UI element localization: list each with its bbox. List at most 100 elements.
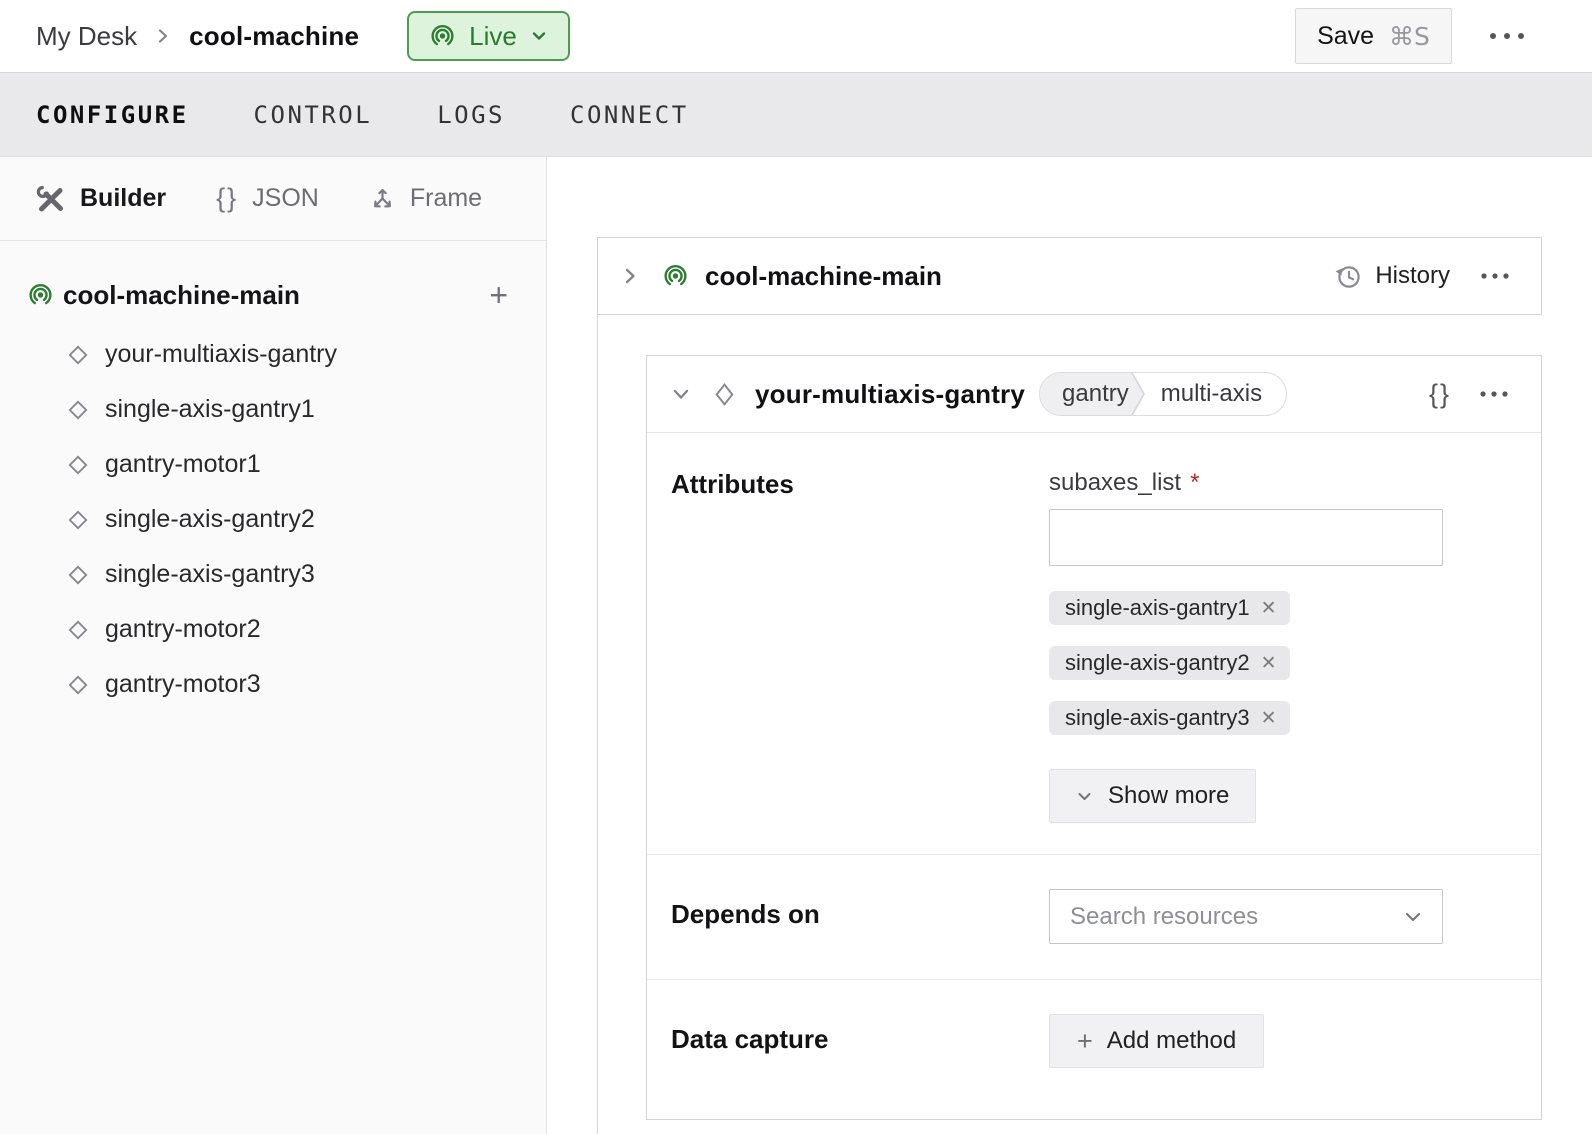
tab-logs[interactable]: LOGS: [437, 100, 505, 129]
tree-item-single-axis-gantry1[interactable]: single-axis-gantry1: [0, 382, 546, 437]
depends-on-label: Depends on: [671, 899, 820, 929]
view-tab-builder[interactable]: Builder: [36, 184, 166, 214]
tab-configure[interactable]: CONFIGURE: [36, 100, 189, 129]
tree-root-machine-part[interactable]: cool-machine-main +: [0, 269, 546, 321]
tag-separator: [1130, 373, 1149, 415]
frame-axis-icon: [369, 185, 396, 212]
chip-label: single-axis-gantry2: [1065, 650, 1250, 675]
broadcast-icon: [429, 23, 456, 50]
diamond-icon: [64, 616, 92, 644]
live-status-label: Live: [469, 20, 517, 51]
diamond-icon: [64, 561, 92, 589]
tree-root-label: cool-machine-main: [63, 279, 300, 310]
tree-item-single-axis-gantry2[interactable]: single-axis-gantry2: [0, 492, 546, 547]
view-tab-frame-label: Frame: [409, 184, 483, 212]
chevron-down-icon: [1402, 906, 1424, 928]
subaxes-list-input[interactable]: [1049, 509, 1443, 566]
machine-part-title: cool-machine-main: [705, 260, 942, 291]
chip-remove-button[interactable]: ✕: [1261, 599, 1277, 618]
add-resource-button[interactable]: +: [489, 277, 508, 313]
diamond-icon: [64, 671, 92, 699]
tab-connect[interactable]: CONNECT: [570, 100, 689, 129]
chip-remove-button[interactable]: ✕: [1261, 654, 1277, 673]
view-tab-json[interactable]: {} JSON: [216, 183, 319, 214]
tree-children: your-multiaxis-gantry single-axis-gantry…: [0, 321, 546, 712]
required-marker: *: [1190, 469, 1200, 496]
tree-item-gantry-motor2[interactable]: gantry-motor2: [0, 602, 546, 657]
tree-item-single-axis-gantry3[interactable]: single-axis-gantry3: [0, 547, 546, 602]
header-actions: Save ⌘S: [1295, 8, 1532, 64]
tree-item-label: your-multiaxis-gantry: [105, 340, 338, 368]
ellipsis-icon: [1488, 31, 1526, 41]
chevron-down-icon: [1076, 788, 1093, 805]
close-icon: ✕: [1260, 597, 1277, 619]
breadcrumb: My Desk cool-machine: [36, 21, 359, 52]
attributes-section: Attributes subaxes_list * single-axis-ga…: [647, 433, 1541, 854]
braces-icon: {}: [1428, 378, 1451, 409]
tag-multi-axis: multi-axis: [1160, 380, 1263, 407]
diamond-icon: [64, 341, 92, 369]
breadcrumb-root[interactable]: My Desk: [36, 20, 138, 51]
config-main-panel: cool-machine-main History: [547, 157, 1592, 1134]
header-more-menu-button[interactable]: [1482, 25, 1532, 47]
history-button-label: History: [1375, 262, 1450, 289]
component-more-menu-button[interactable]: [1473, 384, 1515, 404]
attributes-section-label: Attributes: [671, 469, 794, 499]
component-json-button[interactable]: {}: [1429, 379, 1451, 410]
view-mode-tabs: Builder {} JSON Frame: [0, 157, 546, 241]
add-method-button[interactable]: + Add method: [1049, 1014, 1265, 1068]
history-button[interactable]: History: [1334, 262, 1450, 291]
show-more-button[interactable]: Show more: [1049, 769, 1257, 823]
view-tab-builder-label: Builder: [80, 184, 167, 212]
chevron-right-icon[interactable]: [620, 266, 640, 286]
chip-remove-button[interactable]: ✕: [1261, 709, 1277, 728]
top-header: My Desk cool-machine Live Save ⌘S: [0, 0, 1592, 72]
tree-item-gantry-motor1[interactable]: gantry-motor1: [0, 437, 546, 492]
close-icon: ✕: [1260, 652, 1277, 674]
machine-card-more-menu-button[interactable]: [1474, 266, 1516, 286]
history-clock-icon: [1334, 262, 1363, 291]
tree-item-label: gantry-motor1: [105, 450, 261, 478]
save-button[interactable]: Save ⌘S: [1295, 8, 1452, 64]
component-card-header: your-multiaxis-gantry gantry multi-axis …: [647, 356, 1541, 433]
show-more-label: Show more: [1108, 782, 1230, 809]
diamond-icon: [64, 396, 92, 424]
diamond-icon: [711, 381, 738, 408]
breadcrumb-separator-icon: [153, 26, 173, 46]
depends-on-section: Depends on Search resources: [647, 854, 1541, 979]
plus-icon: +: [1077, 1025, 1093, 1056]
save-button-label: Save: [1317, 21, 1375, 50]
component-type-tags: gantry multi-axis: [1039, 372, 1288, 416]
depends-on-placeholder: Search resources: [1070, 902, 1259, 930]
save-shortcut-hint: ⌘S: [1389, 21, 1430, 51]
tab-control[interactable]: CONTROL: [253, 100, 373, 129]
chip-label: single-axis-gantry1: [1065, 595, 1250, 620]
tree-item-gantry-motor3[interactable]: gantry-motor3: [0, 657, 546, 712]
add-method-label: Add method: [1106, 1027, 1237, 1054]
broadcast-icon: [662, 263, 689, 290]
live-status-dropdown[interactable]: Live: [407, 11, 570, 61]
tag-gantry: gantry: [1040, 373, 1131, 415]
close-icon: ✕: [1260, 707, 1277, 729]
depends-on-select[interactable]: Search resources: [1049, 889, 1443, 944]
chip-single-axis-gantry3: single-axis-gantry3 ✕: [1049, 701, 1290, 735]
main-tabbar: CONFIGURE CONTROL LOGS CONNECT: [0, 72, 1592, 157]
subaxes-chip-list: single-axis-gantry1 ✕ single-axis-gantry…: [1049, 591, 1541, 735]
tree-item-label: gantry-motor3: [105, 670, 261, 698]
view-tab-json-label: JSON: [252, 184, 319, 212]
tree-item-label: single-axis-gantry2: [105, 505, 315, 533]
tree-item-your-multiaxis-gantry[interactable]: your-multiaxis-gantry: [0, 327, 546, 382]
chip-label: single-axis-gantry3: [1065, 705, 1250, 730]
ellipsis-icon: [1479, 390, 1509, 398]
tree-item-label: single-axis-gantry3: [105, 560, 315, 588]
breadcrumb-current: cool-machine: [189, 20, 360, 51]
tree-item-label: single-axis-gantry1: [105, 395, 315, 423]
chevron-down-icon[interactable]: [671, 384, 691, 404]
ellipsis-icon: [1480, 272, 1510, 280]
nesting-connector-line: [597, 315, 598, 1134]
diamond-icon: [64, 506, 92, 534]
view-tab-frame[interactable]: Frame: [369, 184, 482, 213]
tools-icon: [36, 184, 66, 214]
subaxes-list-field-label: subaxes_list: [1049, 469, 1182, 496]
braces-icon: {}: [216, 183, 239, 213]
